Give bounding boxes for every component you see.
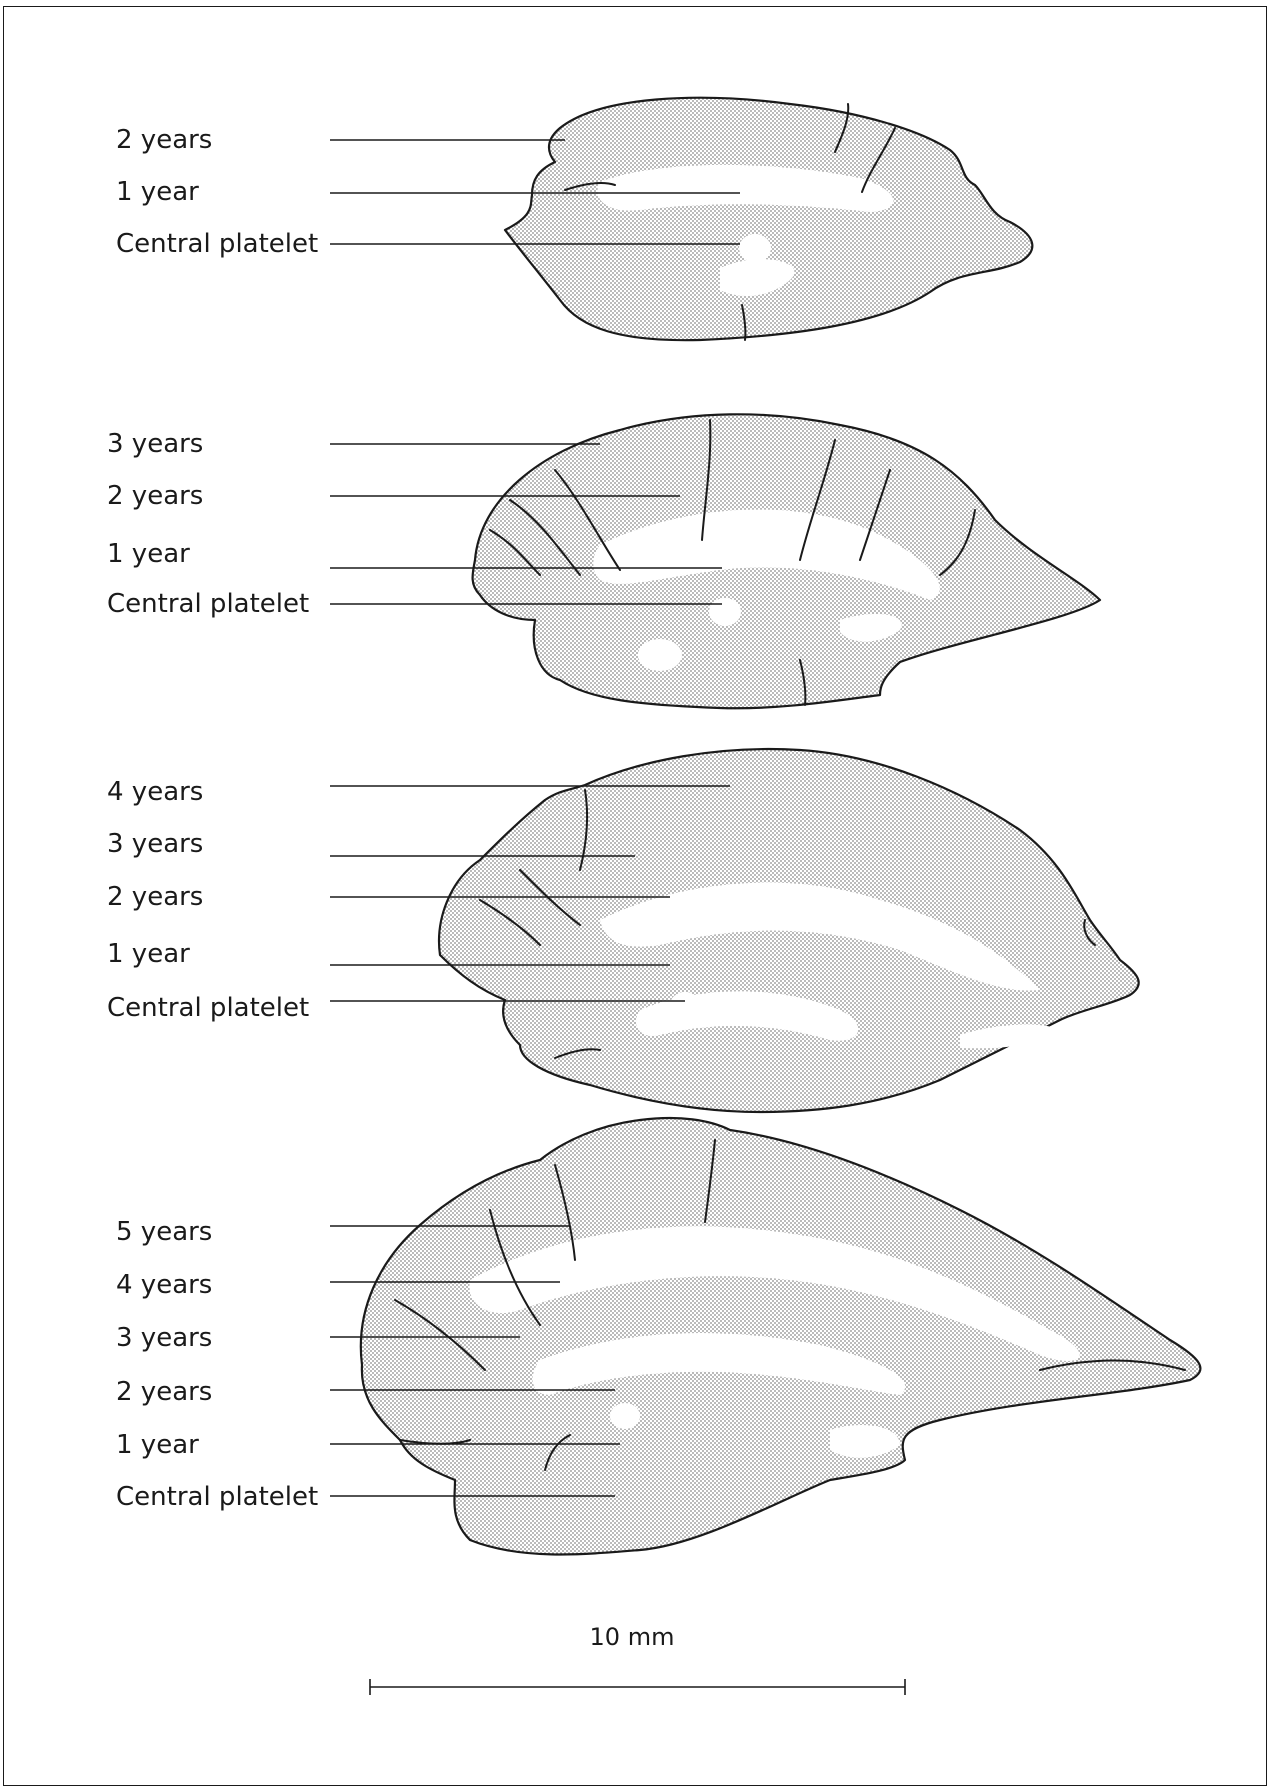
scale-2-label: Central platelet xyxy=(107,589,309,619)
scale-1-label: Central platelet xyxy=(116,229,318,259)
scale-3-label: 2 years xyxy=(107,882,203,912)
scale-1-label: 1 year xyxy=(116,177,199,207)
scale-3-label: 3 years xyxy=(107,829,203,859)
scale-4-label: Central platelet xyxy=(116,1482,318,1512)
scale-1-label: 2 years xyxy=(116,125,212,155)
scale-2-label: 1 year xyxy=(107,539,190,569)
scale-1-center-dot xyxy=(739,234,771,262)
scale-2 xyxy=(473,414,1100,708)
scale-3-label: 1 year xyxy=(107,939,190,969)
scale-3-center-dot xyxy=(670,992,700,1018)
scale-3-label: Central platelet xyxy=(107,993,309,1023)
scale-4-label: 4 years xyxy=(116,1270,212,1300)
scale-3 xyxy=(439,749,1139,1112)
scale-4-label: 5 years xyxy=(116,1217,212,1247)
scale-3-label: 4 years xyxy=(107,777,203,807)
scale-2-growth-patch xyxy=(638,639,682,671)
scale-4-label: 1 year xyxy=(116,1430,199,1460)
scale-bar: 10 mm xyxy=(370,1623,905,1695)
scale-2-label: 2 years xyxy=(107,481,203,511)
scale-bar-label: 10 mm xyxy=(590,1623,675,1651)
scale-4-label: 2 years xyxy=(116,1377,212,1407)
scale-1-outline xyxy=(505,98,1032,340)
scale-4-center-dot xyxy=(610,1403,640,1429)
scale-4-label: 3 years xyxy=(116,1323,212,1353)
scale-2-label: 3 years xyxy=(107,429,203,459)
scale-2-center-dot xyxy=(709,598,741,626)
scale-1 xyxy=(505,98,1032,340)
